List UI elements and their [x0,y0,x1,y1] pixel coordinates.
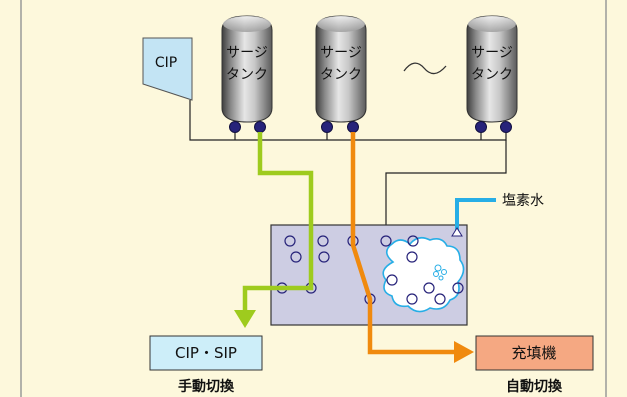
cip-route-line [242,132,314,316]
tank-1-label-line2: タンク [226,67,268,83]
surge-tank-2: サージ タンク [315,15,367,123]
tank-3-label-line2: タンク [471,67,513,83]
cip-route-arrowhead [234,310,256,328]
cip-tank [142,37,193,101]
surge-tank-3: サージ タンク [466,15,518,123]
tank-3-label-line1: サージ [471,45,513,61]
filler-route-arrowhead [454,341,474,363]
cip-sip-label: CIP・SIP [175,344,237,362]
tank-2-label-line1: サージ [320,45,362,61]
tank-valves [229,121,512,133]
cip-sip-caption: 手動切換 [178,378,235,395]
filler-box [475,335,594,371]
filler-route-line [350,132,458,355]
filler-label: 充填機 [511,344,556,362]
filler-caption: 自動切換 [506,378,563,395]
cip-tank-label: CIP [155,55,177,71]
chlorine-water-line [455,198,496,234]
tank-2-label-line2: タンク [320,67,362,83]
ellipsis-wave [403,62,447,75]
cip-sip-box [149,335,263,371]
cleaning-cloud [382,236,465,313]
tank-1-label-line1: サージ [226,45,268,61]
surge-tank-1: サージ タンク [221,15,273,123]
chlorine-water-label: 塩素水 [502,193,544,209]
cloud-bubbles [433,264,447,281]
chlorine-inlet-marker [451,227,463,237]
